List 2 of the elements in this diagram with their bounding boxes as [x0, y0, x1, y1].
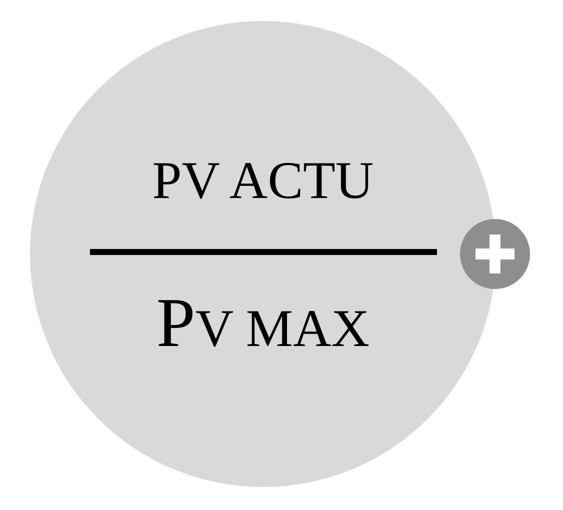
- numerator-text: PV ACTU: [152, 155, 374, 208]
- denominator-text: PV MAX: [156, 289, 370, 359]
